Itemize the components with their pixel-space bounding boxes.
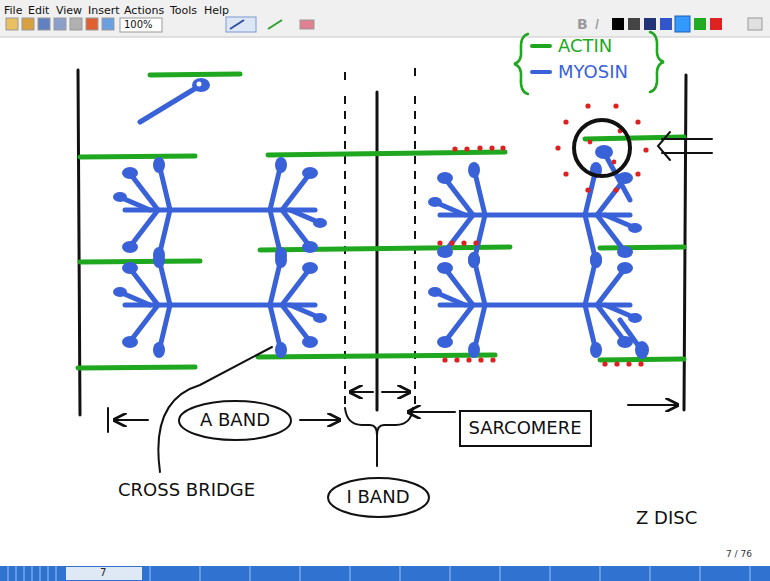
legend-swatch — [530, 44, 552, 48]
bold-button: B — [577, 16, 588, 32]
zoom-value: 100% — [124, 19, 153, 31]
band-name: SARCOMERE — [468, 418, 581, 439]
leader-line — [158, 347, 272, 472]
dimension-arrow — [108, 392, 678, 466]
band-label-ellipse: I BAND — [326, 476, 431, 519]
highlight-circle — [574, 120, 630, 176]
toolbar — [0, 0, 770, 37]
part-label: Z DISC — [636, 508, 697, 529]
part-label: CROSS BRIDGE — [118, 480, 255, 501]
legend-text: ACTIN — [558, 36, 612, 57]
binding-site-dot — [437, 103, 648, 366]
legend-swatch — [530, 70, 552, 74]
band-name: I BAND — [346, 487, 409, 508]
menu-item: Edit — [28, 5, 49, 18]
page-bar — [0, 566, 770, 581]
page-tab-number: 7 — [100, 567, 106, 579]
band-name: A BAND — [200, 410, 270, 431]
toolbar-icons — [6, 16, 762, 32]
myosin-head — [140, 78, 210, 122]
italic-button: I — [595, 16, 599, 32]
actin-filament — [78, 74, 684, 368]
menu-item: Actions — [124, 5, 164, 18]
legend-text: MYOSIN — [558, 62, 628, 83]
band-label-ellipse: A BAND — [177, 399, 293, 442]
sarcomere-box: SARCOMERE — [459, 410, 592, 447]
pointer-mark — [658, 132, 712, 160]
page-number: 7 / 76 — [726, 549, 752, 559]
legend-entry: MYOSIN — [530, 62, 628, 83]
menu-item: Tools — [170, 5, 197, 18]
ellipse-outline — [328, 478, 429, 517]
menu-item: Insert — [88, 5, 120, 18]
myosin-filament — [113, 157, 642, 358]
menu-item: View — [56, 5, 82, 18]
legend-brace — [514, 32, 664, 94]
z-disc-line — [78, 70, 686, 415]
menu-item: File — [4, 5, 22, 18]
ellipse-outline — [179, 401, 291, 440]
menu-item: Help — [204, 5, 229, 18]
legend-entry: ACTIN — [530, 36, 612, 57]
